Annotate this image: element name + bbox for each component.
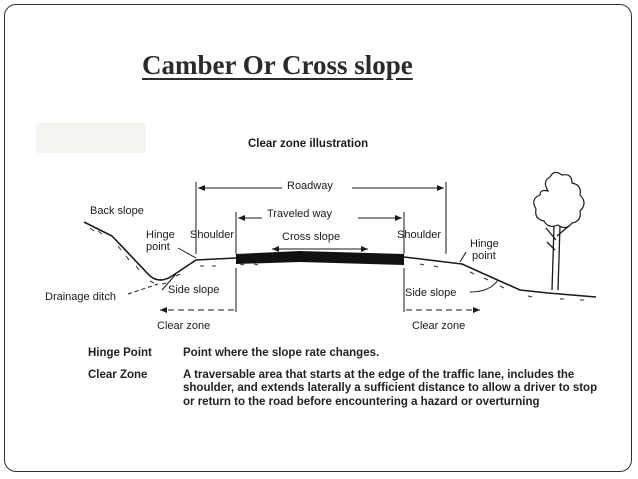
ground-texture: [89, 227, 584, 301]
traveled-way-label-bg: [262, 206, 358, 220]
figure-heading: Clear zone illustration: [248, 138, 368, 150]
side-slope-right-label: Side slope: [405, 287, 456, 299]
hinge-point-right-label-2: point: [472, 250, 496, 262]
side-slope-right-leader: [469, 279, 499, 293]
definition-row: Hinge Point Point where the slope rate c…: [88, 347, 608, 361]
traveled-way-label: Traveled way: [267, 208, 333, 220]
shoulder-right-label: Shoulder: [397, 229, 441, 241]
hinge-point-right-label-1: Hinge: [470, 238, 499, 250]
hinge-point-left-leader: [177, 247, 197, 259]
definition-term: Hinge Point: [88, 347, 152, 359]
definitions-table: Hinge Point Point where the slope rate c…: [88, 347, 608, 417]
hinge-point-right-leader: [459, 251, 467, 263]
back-slope-label: Back slope: [90, 205, 144, 217]
ground-profile: [83, 221, 597, 298]
hinge-point-left-label-2: point: [146, 241, 170, 253]
definition-text: A traversable area that starts at the ed…: [183, 368, 598, 408]
drainage-ditch-label: Drainage ditch: [45, 291, 116, 303]
definition-text: Point where the slope rate changes.: [183, 347, 380, 359]
tree-icon: [533, 171, 585, 291]
roadway-label-bg: [282, 178, 352, 192]
scan-shade: [36, 123, 146, 153]
drainage-ditch-leader: [127, 283, 159, 295]
clear-zone-right-label: Clear zone: [412, 320, 465, 332]
clear-zone-left-label: Clear zone: [157, 320, 210, 332]
roadway-label: Roadway: [287, 180, 333, 192]
cross-slope-label: Cross slope: [282, 231, 340, 243]
slide-frame: [4, 4, 632, 472]
slide-title: Camber Or Cross slope: [142, 50, 413, 80]
definition-term: Clear Zone: [88, 368, 148, 381]
shoulder-left-label: Shoulder: [190, 229, 234, 241]
hinge-point-left-label-1: Hinge: [146, 229, 175, 241]
definition-row: Clear Zone A traversable area that start…: [88, 369, 608, 410]
side-slope-left-label: Side slope: [168, 284, 219, 296]
side-slope-left-leader: [161, 273, 177, 291]
pavement: [236, 251, 404, 265]
